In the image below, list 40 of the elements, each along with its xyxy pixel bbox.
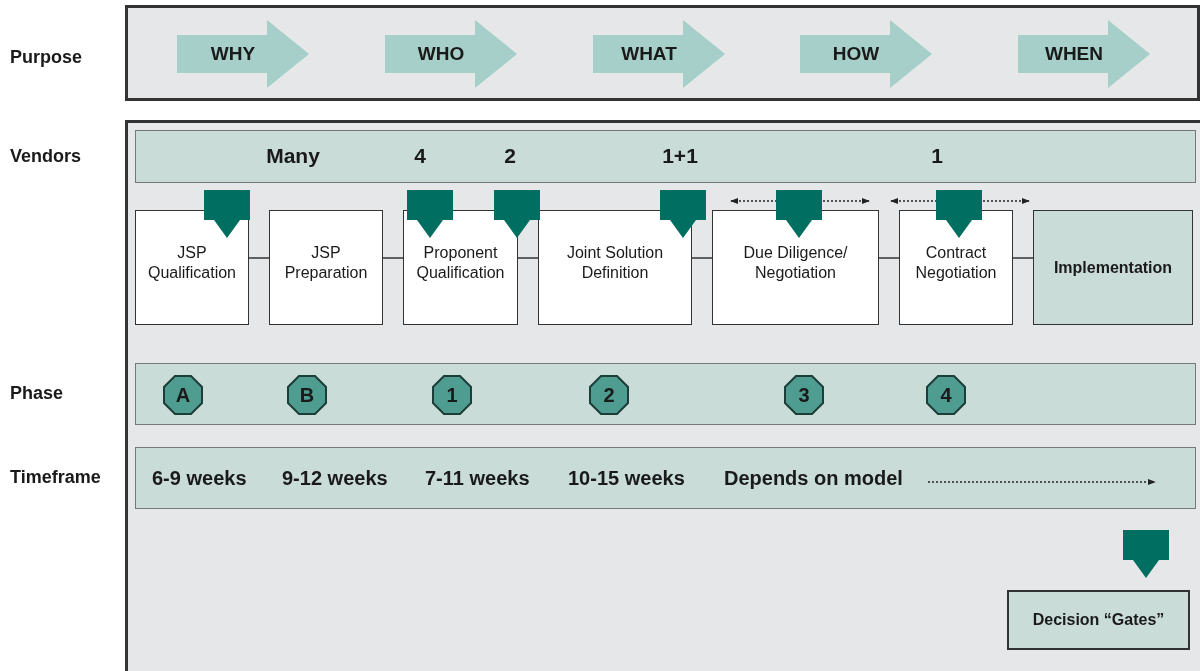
row-heading: Vendors [10, 145, 82, 167]
row-value: 1+1 [662, 144, 698, 168]
gate-arrow-icon [407, 190, 453, 238]
process-box: Proponent Qualification [403, 210, 518, 325]
purpose-arrow: WHO [385, 20, 517, 88]
row-value: 7-11 weeks [425, 467, 530, 490]
row-value: 10-15 weeks [568, 467, 685, 490]
process-box: JSP Preparation [269, 210, 383, 325]
purpose-arrow: WHY [177, 20, 309, 88]
process-box: Contract Negotiation [899, 210, 1013, 325]
row-value: 9-12 weeks [282, 467, 388, 490]
row-heading: Phase [10, 383, 64, 404]
connector-line [878, 257, 900, 259]
gate-arrow-icon [776, 190, 822, 238]
gate-arrow-icon [660, 190, 706, 238]
purpose-arrow: HOW [800, 20, 932, 88]
gate-arrow-icon [204, 190, 250, 238]
row-value: Many [266, 144, 320, 168]
connector-line [382, 257, 404, 259]
row-value: 4 [414, 144, 426, 168]
connector-line [691, 257, 713, 259]
purpose-arrow: WHEN [1018, 20, 1150, 88]
stage-box: Implementation [1033, 210, 1193, 325]
row-value: Depends on model [724, 467, 903, 490]
connector-line [517, 257, 539, 259]
connector-line [248, 257, 270, 259]
gate-arrow-icon [936, 190, 982, 238]
row-heading: Timeframe [10, 467, 101, 488]
process-box: Due Diligence/ Negotiation [712, 210, 879, 325]
stage-box: Decision “Gates” [1007, 590, 1190, 650]
connector-line [1012, 257, 1034, 259]
gate-arrow-icon [1123, 530, 1169, 578]
gate-arrow-icon [494, 190, 540, 238]
row-value: 2 [504, 144, 516, 168]
process-box: JSP Qualification [135, 210, 249, 325]
process-box: Joint Solution Definition [538, 210, 692, 325]
row-value: 1 [931, 144, 943, 168]
row-heading: Purpose [10, 47, 83, 68]
row-value: 6-9 weeks [152, 467, 247, 490]
purpose-arrow: WHAT [593, 20, 725, 88]
